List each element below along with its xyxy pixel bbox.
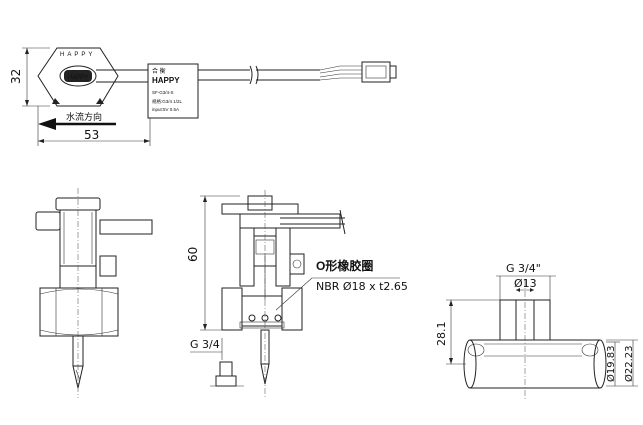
- outer-dia-label: Ø22.23: [623, 346, 635, 383]
- marker-icon: [52, 98, 60, 104]
- label-line-3: SF-G3/4-S: [152, 90, 174, 95]
- oring-title: O形橡胶圈: [316, 258, 373, 273]
- bore-dim-label: Ø13: [514, 277, 537, 290]
- pipe-section: G 3/4" Ø13 28.1 Ø19.83 Ø22.23: [435, 262, 638, 400]
- pipe-height-label: 28.1: [435, 322, 448, 347]
- label-line-1: 合 衡: [152, 67, 166, 75]
- logo-plate: [64, 70, 92, 82]
- svg-text:HAPPY: HAPPY: [68, 75, 88, 81]
- oring-spec: NBR Ø18 x t2.65: [316, 280, 408, 293]
- center-oval: [59, 65, 97, 87]
- inner-dia-label: Ø19.83: [605, 346, 617, 383]
- label-line-2: HAPPY: [152, 76, 180, 85]
- flow-arrow-icon: [38, 118, 56, 130]
- section-view: 60 G 3/4 O形橡胶圈 NBR Ø18 x t2.65: [186, 190, 408, 398]
- pipe-thread-label: G 3/4": [506, 262, 541, 275]
- dim-height-label: 32: [9, 69, 23, 84]
- hex-nut-outline: [37, 47, 119, 107]
- dim-60-label: 60: [186, 247, 200, 262]
- label-line-4: 规格:G3/4 1/2L: [152, 98, 183, 105]
- thread-label: G 3/4: [190, 338, 220, 351]
- dim-width-label: 53: [84, 128, 99, 142]
- flow-direction-text: 水流方向: [66, 111, 102, 122]
- top-view: HAPPY HAPPY 合 衡 HAPPY SF-G3/4-S 规格:G3/4 …: [9, 47, 397, 146]
- arc-text: HAPPY: [60, 52, 95, 58]
- label-line-5: input:5V 0.5A: [152, 107, 179, 112]
- marker-icon: [96, 98, 104, 104]
- front-view: [35, 188, 153, 398]
- product-label: [147, 63, 199, 119]
